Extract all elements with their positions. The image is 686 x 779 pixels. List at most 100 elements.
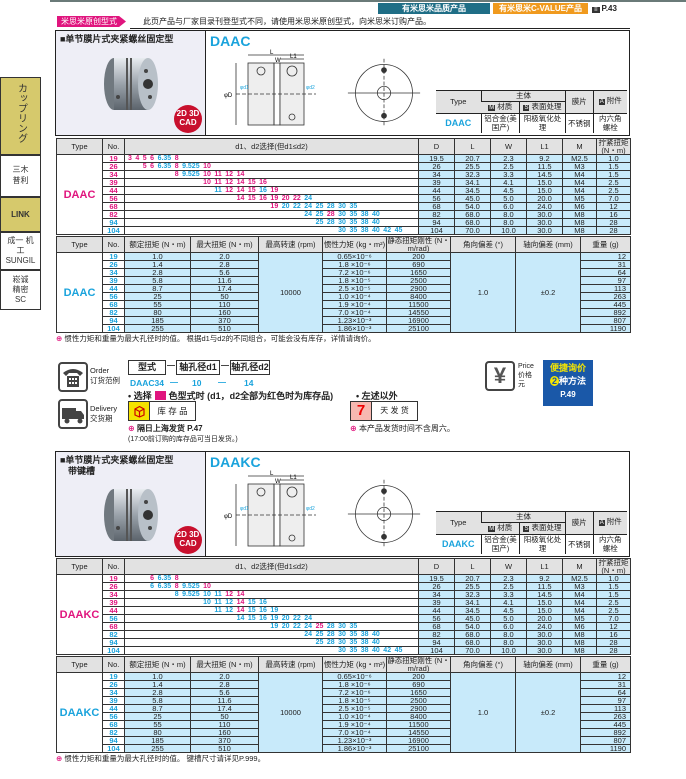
model-number[interactable]: 68 bbox=[102, 202, 125, 211]
bore-option[interactable]: 10 bbox=[203, 179, 211, 186]
model-number[interactable]: 34 bbox=[102, 590, 125, 599]
bore-option[interactable]: 8 bbox=[174, 155, 179, 162]
bore-option[interactable]: 20 bbox=[281, 203, 290, 210]
model-number[interactable]: 39 bbox=[102, 178, 125, 187]
bore-option[interactable]: 6 bbox=[150, 575, 155, 582]
model-number[interactable]: 104 bbox=[102, 226, 125, 235]
model-number[interactable]: 19 bbox=[102, 574, 125, 583]
bore-option[interactable]: 30 bbox=[338, 219, 346, 226]
bore-option[interactable]: 14 bbox=[236, 179, 245, 186]
model-number[interactable]: 56 bbox=[102, 614, 125, 623]
bore-option[interactable]: 19 bbox=[270, 203, 279, 210]
bore-option[interactable]: 20 bbox=[281, 195, 290, 202]
model-number[interactable]: 94 bbox=[102, 218, 125, 227]
bore-option[interactable]: 19 bbox=[270, 623, 279, 630]
bore-option[interactable]: 16 bbox=[259, 599, 267, 606]
bore-option[interactable]: 20 bbox=[281, 623, 290, 630]
bore-option[interactable]: 22 bbox=[293, 615, 301, 622]
bore-option[interactable]: 30 bbox=[338, 631, 346, 638]
bore-option[interactable]: 30 bbox=[338, 227, 346, 234]
bore-option[interactable]: 24 bbox=[304, 623, 313, 630]
bore-option[interactable]: 35 bbox=[349, 219, 358, 226]
bore-option[interactable]: 5 bbox=[142, 163, 147, 170]
bore-option[interactable]: 22 bbox=[293, 195, 301, 202]
bore-option[interactable]: 25 bbox=[315, 219, 324, 226]
bore-option[interactable]: 28 bbox=[326, 211, 335, 218]
bore-option[interactable]: 14 bbox=[236, 591, 245, 598]
bore-option[interactable]: 15 bbox=[247, 599, 256, 606]
bore-option[interactable]: 35 bbox=[349, 211, 358, 218]
bore-option[interactable]: 16 bbox=[259, 195, 267, 202]
bore-option[interactable]: 28 bbox=[326, 219, 335, 226]
bore-option[interactable]: 15 bbox=[247, 615, 256, 622]
bore-option[interactable]: 45 bbox=[394, 647, 403, 654]
bore-option[interactable]: 12 bbox=[225, 179, 234, 186]
model-number[interactable]: 104 bbox=[102, 324, 125, 333]
bore-option[interactable]: 24 bbox=[304, 615, 313, 622]
bore-option[interactable]: 6 bbox=[150, 583, 155, 590]
bore-option[interactable]: 35 bbox=[349, 203, 358, 210]
model-number[interactable]: 68 bbox=[102, 300, 125, 309]
bore-option[interactable]: 6.35 bbox=[157, 575, 172, 582]
bore-option[interactable]: 35 bbox=[349, 227, 358, 234]
bore-option[interactable]: 15 bbox=[247, 179, 256, 186]
model-number[interactable]: 56 bbox=[102, 194, 125, 203]
bore-option[interactable]: 6.35 bbox=[157, 583, 172, 590]
model-number[interactable]: 44 bbox=[102, 606, 125, 615]
bore-option[interactable]: 11 bbox=[214, 591, 222, 598]
bore-option[interactable]: 35 bbox=[349, 623, 358, 630]
bore-option[interactable]: 40 bbox=[372, 647, 380, 654]
model-number[interactable]: 26 bbox=[102, 162, 125, 171]
model-number[interactable]: 34 bbox=[102, 688, 125, 697]
bore-option[interactable]: 11 bbox=[214, 179, 222, 186]
bore-option[interactable]: 40 bbox=[372, 219, 380, 226]
bore-option[interactable]: 30 bbox=[338, 647, 346, 654]
bore-option[interactable]: 8 bbox=[174, 591, 179, 598]
bore-option[interactable]: 16 bbox=[259, 179, 267, 186]
model-number[interactable]: 82 bbox=[102, 630, 125, 639]
bore-option[interactable]: 12 bbox=[225, 607, 234, 614]
bore-option[interactable]: 3 bbox=[128, 155, 132, 162]
bore-option[interactable]: 15 bbox=[247, 195, 256, 202]
model-number[interactable]: 104 bbox=[102, 744, 125, 753]
bore-option[interactable]: 8 bbox=[174, 575, 179, 582]
bore-option[interactable]: 14 bbox=[236, 607, 245, 614]
bore-option[interactable]: 35 bbox=[349, 647, 358, 654]
bore-option[interactable]: 42 bbox=[383, 647, 392, 654]
bore-option[interactable]: 19 bbox=[270, 607, 279, 614]
model-number[interactable]: 44 bbox=[102, 284, 125, 293]
bore-option[interactable]: 12 bbox=[225, 599, 234, 606]
bore-option[interactable]: 10 bbox=[203, 171, 211, 178]
model-number[interactable]: 56 bbox=[102, 292, 125, 301]
bore-option[interactable]: 28 bbox=[326, 203, 335, 210]
bore-option[interactable]: 22 bbox=[293, 623, 301, 630]
model-number[interactable]: 44 bbox=[102, 186, 125, 195]
bore-option[interactable]: 38 bbox=[360, 219, 369, 226]
bore-option[interactable]: 8 bbox=[174, 583, 179, 590]
bore-option[interactable]: 10 bbox=[203, 583, 211, 590]
bore-option[interactable]: 14 bbox=[236, 599, 245, 606]
bore-option[interactable]: 8 bbox=[174, 171, 179, 178]
sidebar-tab-miki[interactable]: 三木 普利 bbox=[0, 155, 41, 197]
model-number[interactable]: 82 bbox=[102, 728, 125, 737]
bore-option[interactable]: 11 bbox=[214, 171, 222, 178]
model-number[interactable]: 94 bbox=[102, 316, 125, 325]
bore-option[interactable]: 14 bbox=[236, 171, 245, 178]
bore-option[interactable]: 8 bbox=[174, 163, 179, 170]
bore-option[interactable]: 25 bbox=[315, 631, 324, 638]
bore-option[interactable]: 28 bbox=[326, 631, 335, 638]
bore-option[interactable]: 25 bbox=[315, 639, 324, 646]
bore-option[interactable]: 24 bbox=[304, 631, 313, 638]
bore-option[interactable]: 6.35 bbox=[157, 155, 172, 162]
model-number[interactable]: 44 bbox=[102, 704, 125, 713]
model-number[interactable]: 26 bbox=[102, 260, 125, 269]
model-number[interactable]: 26 bbox=[102, 680, 125, 689]
bore-option[interactable]: 6 bbox=[150, 155, 155, 162]
bore-option[interactable]: 15 bbox=[247, 187, 256, 194]
bore-option[interactable]: 24 bbox=[304, 211, 313, 218]
bore-option[interactable]: 38 bbox=[360, 647, 369, 654]
model-number[interactable]: 34 bbox=[102, 268, 125, 277]
bore-option[interactable]: 30 bbox=[338, 203, 346, 210]
bore-option[interactable]: 40 bbox=[372, 211, 380, 218]
